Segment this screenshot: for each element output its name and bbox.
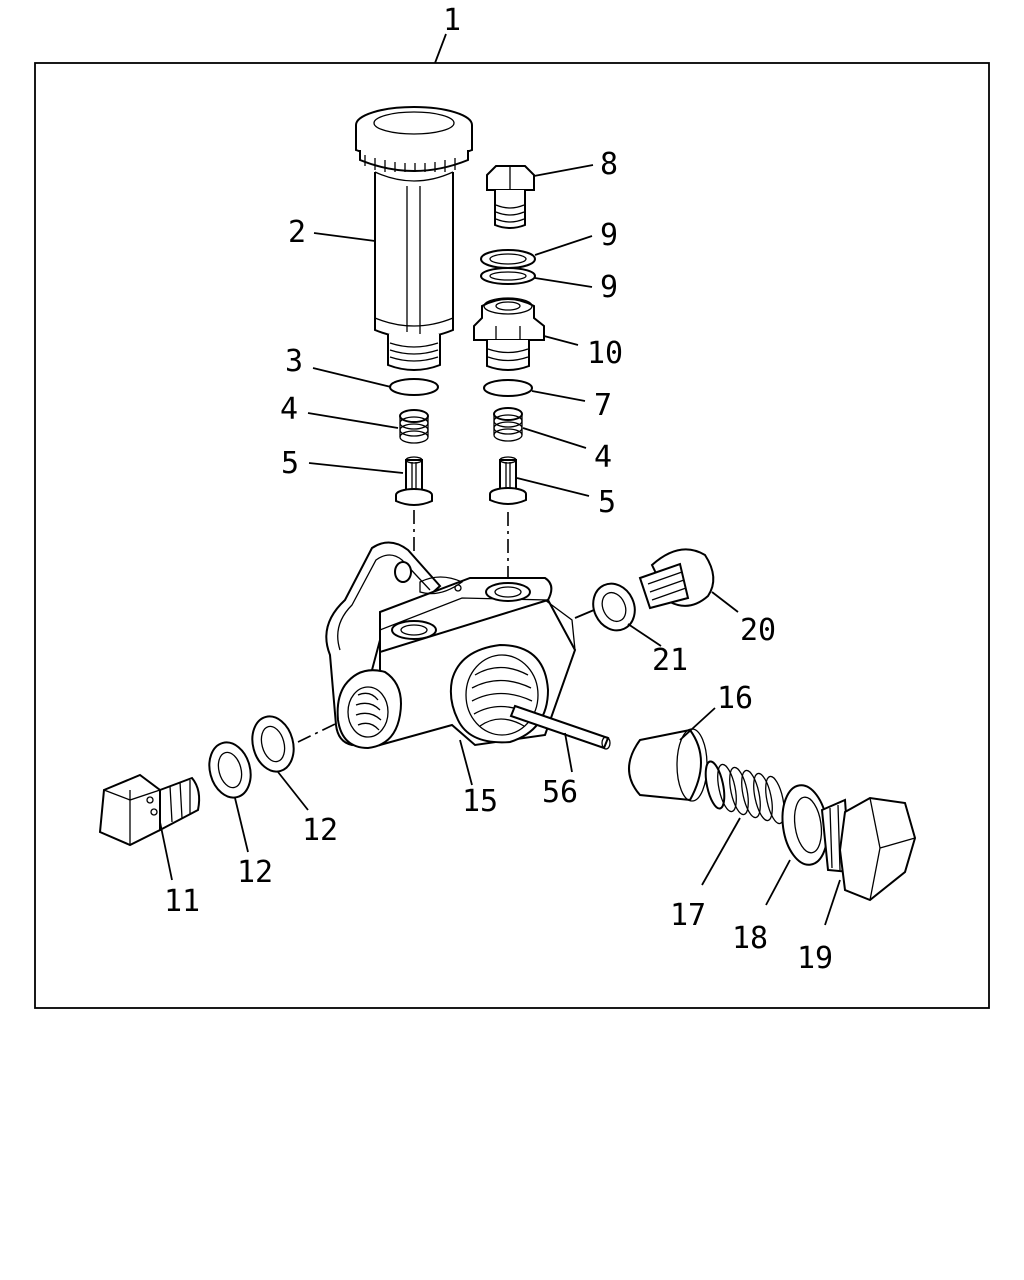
callout-17: 17	[670, 898, 706, 933]
leader-20	[711, 591, 739, 613]
leader-17	[701, 817, 741, 886]
priming-pump-part	[355, 106, 473, 371]
callout-12-left: 12	[237, 855, 273, 890]
leader-5-left	[308, 462, 404, 474]
callout-5-left: 5	[281, 446, 299, 481]
spring-left-part	[399, 409, 429, 444]
leader-3	[312, 367, 392, 388]
callout-7: 7	[594, 388, 612, 423]
callout-3: 3	[285, 344, 303, 379]
leader-4-right	[522, 427, 587, 449]
leader-21	[627, 623, 662, 647]
callout-18: 18	[732, 921, 768, 956]
valve-seat-part	[473, 297, 545, 371]
callout-15: 15	[462, 784, 498, 819]
callout-16: 16	[717, 681, 753, 716]
callout-12-right: 12	[302, 813, 338, 848]
leader-1	[434, 33, 447, 64]
leader-7	[531, 390, 586, 402]
leader-8	[533, 164, 594, 177]
callout-2: 2	[288, 215, 306, 250]
o-ring-part	[389, 378, 439, 396]
seal-part	[483, 379, 533, 397]
callout-21: 21	[652, 643, 688, 678]
leader-18	[765, 859, 791, 906]
pin-part	[509, 704, 611, 750]
callout-56: 56	[542, 775, 578, 810]
leader-16	[679, 707, 716, 741]
leader-12-right	[277, 771, 309, 811]
leader-15	[459, 739, 473, 786]
callout-1: 1	[443, 3, 461, 38]
gasket-lower-part	[480, 267, 536, 285]
leader-9b	[534, 277, 593, 288]
callout-8: 8	[600, 147, 618, 182]
plug-20-part	[638, 548, 715, 610]
gasket-upper-part	[480, 249, 536, 269]
spring-17-part	[704, 760, 785, 825]
callout-9a: 9	[600, 218, 618, 253]
gasket-21-part	[592, 582, 636, 632]
eye-bolt-part	[98, 773, 201, 847]
leader-5-right	[516, 477, 590, 497]
plug-19-part	[820, 796, 917, 902]
leader-11	[159, 821, 173, 881]
leader-10	[543, 335, 579, 346]
valve-left-part	[395, 456, 433, 506]
washer-left-part	[208, 741, 252, 799]
pump-body-part	[325, 541, 577, 750]
washer-right-part	[251, 715, 295, 773]
callout-19: 19	[797, 941, 833, 976]
callout-20: 20	[740, 613, 776, 648]
diagram-frame	[34, 62, 990, 1009]
leader-9a	[534, 235, 593, 256]
leader-19	[824, 879, 841, 926]
callout-4-left: 4	[280, 392, 298, 427]
piston-part	[628, 728, 708, 802]
callout-9b: 9	[600, 270, 618, 305]
leader-56	[564, 732, 573, 773]
callout-4-right: 4	[594, 440, 612, 475]
leader-4-left	[307, 412, 399, 429]
callout-5-right: 5	[598, 485, 616, 520]
valve-right-part	[489, 456, 527, 505]
leader-2	[313, 232, 376, 242]
gasket-18-part	[781, 784, 829, 866]
leader-12-left	[234, 797, 249, 853]
plug-part	[486, 165, 535, 229]
spring-right-part	[493, 407, 523, 442]
callout-10: 10	[587, 336, 623, 371]
connector-21	[574, 609, 595, 619]
callout-11: 11	[164, 884, 200, 919]
